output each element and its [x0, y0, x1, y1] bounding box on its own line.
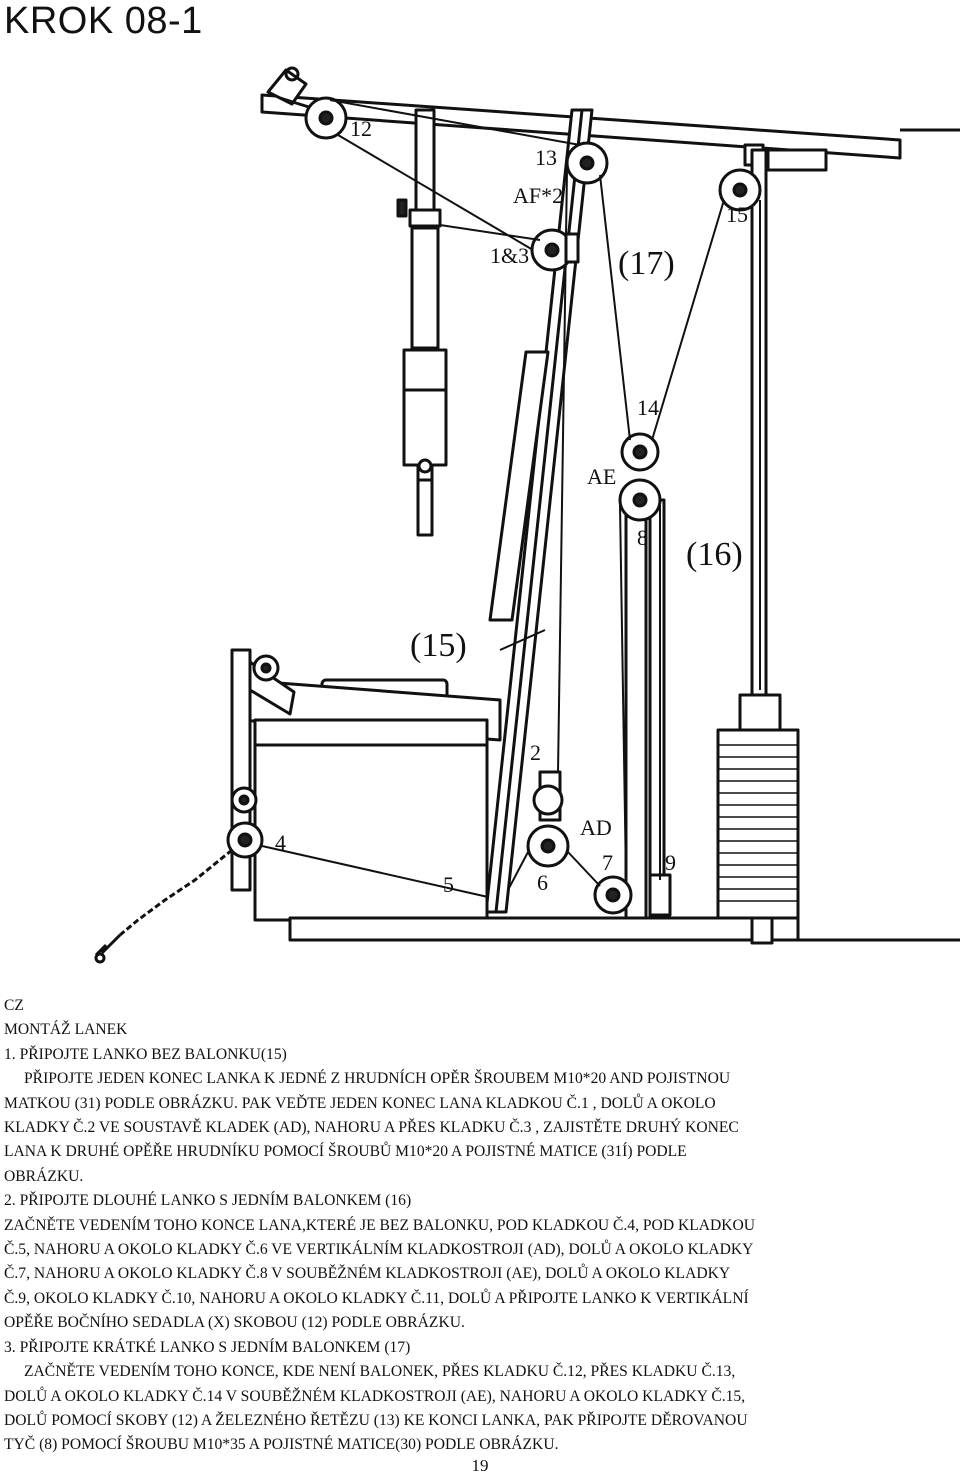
section-heading: MONTÁŽ LANEK [4, 1021, 128, 1039]
label-8: 8 [637, 525, 648, 550]
instruction-line: DOLŮ POMOCÍ SKOBY (12) A ŽELEZNÉHO ŘETĚZ… [4, 1411, 748, 1429]
instruction-line: 1. PŘIPOJTE LANKO BEZ BALONKU(15) [4, 1045, 287, 1063]
page-number: 19 [471, 1456, 489, 1475]
assembly-diagram: 12 13 AF*2 1&3 15 (17) 14 AE 8 (16) (15)… [94, 66, 960, 964]
label-4: 4 [275, 830, 286, 855]
label-9: 9 [665, 850, 676, 875]
label-ae: AE [587, 464, 616, 489]
language-code: CZ [4, 997, 24, 1014]
instruction-line: MATKOU (31) PODLE OBRÁZKU. PAK VEĎTE JED… [4, 1094, 716, 1112]
instructions: CZ MONTÁŽ LANEK 1. PŘIPOJTE LANKO BEZ BA… [4, 994, 956, 1458]
instruction-line: PŘIPOJTE JEDEN KONEC LANKA K JEDNÉ Z HRU… [24, 1070, 731, 1088]
instruction-line: 2. PŘIPOJTE DLOUHÉ LANKO S JEDNÍM BALONK… [4, 1192, 412, 1210]
label-16: (16) [686, 536, 743, 573]
label-17: (17) [618, 245, 675, 282]
label-6: 6 [537, 870, 548, 895]
label-5: 5 [443, 872, 454, 897]
label-7: 7 [602, 850, 613, 875]
instruction-line: TYČ (8) POMOCÍ ŠROUBU M10*35 A POJISTNÉ … [4, 1436, 559, 1454]
instruction-line: LANA K DRUHÉ OPĚŘE HRUDNÍKU POMOCÍ ŠROUB… [4, 1143, 687, 1161]
instruction-line: ZAČNĚTE VEDENÍM TOHO KONCE, KDE NENÍ BAL… [24, 1363, 736, 1381]
label-13: 13 [535, 145, 557, 170]
instruction-line: DOLŮ A OKOLO KLADKY Č.14 V SOUBĚŽNÉM KLA… [4, 1387, 746, 1405]
instruction-line: ZAČNĚTE VEDENÍM TOHO KONCE LANA,KTERÉ JE… [4, 1216, 756, 1234]
instruction-line: Č.7, NAHORU A OKOLO KLADKY Č.8 V SOUBĚŽN… [4, 1265, 731, 1283]
label-2: 2 [530, 740, 541, 765]
instruction-line: KLADKY Č.2 VE SOUSTAVĚ KLADEK (AD), NAHO… [4, 1119, 739, 1137]
label-1and3: 1&3 [490, 243, 529, 268]
label-12: 12 [350, 116, 372, 141]
instruction-line: 3. PŘIPOJTE KRÁTKÉ LANKO S JEDNÍM BALONK… [4, 1338, 411, 1356]
label-af2: AF*2 [513, 183, 563, 208]
label-ad: AD [580, 815, 612, 840]
instruction-line: OPĚŘE BOČNÍHO SEDADLA (X) SKOBOU (12) PO… [4, 1314, 465, 1332]
label-14: 14 [637, 395, 659, 420]
instruction-line: OBRÁZKU. [4, 1167, 84, 1185]
page-title: KROK 08-1 [4, 0, 203, 42]
instruction-line: Č.9, OKOLO KLADKY Č.10, NAHORU A OKOLO K… [4, 1289, 749, 1307]
label-15b: (15) [410, 627, 467, 664]
label-15: 15 [726, 202, 748, 227]
instruction-line: Č.5, NAHORU A OKOLO KLADKY Č.6 VE VERTIK… [4, 1241, 754, 1259]
